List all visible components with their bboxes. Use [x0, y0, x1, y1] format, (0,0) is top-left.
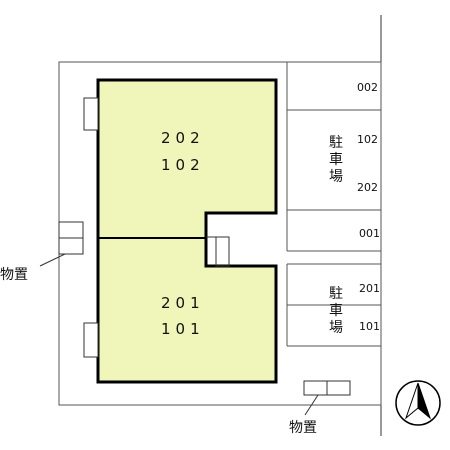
parking-char-lower-3: 場	[329, 320, 343, 336]
parking-char-upper-3: 場	[329, 169, 343, 185]
parking-char-upper-1: 駐	[329, 135, 343, 151]
wall-box-lower	[83, 322, 99, 358]
parking-slot-202: 202	[357, 181, 378, 194]
parking-slot-101: 101	[359, 320, 380, 333]
parking-block-lower	[286, 263, 381, 347]
unit-label-101: 101	[161, 320, 205, 338]
parking-char-lower-2: 車	[329, 302, 343, 319]
unit-label-102: 102	[161, 156, 205, 174]
parking-char-lower-1: 駐	[329, 286, 343, 302]
north-arrow-icon	[395, 380, 441, 426]
parking-slot-102: 102	[357, 133, 378, 146]
parking-slot-002: 002	[357, 81, 378, 94]
wall-box-upper	[83, 97, 99, 131]
storage-label-left: 物置	[0, 267, 28, 283]
unit-label-201: 201	[161, 294, 205, 312]
storage-shed-bottom	[303, 380, 351, 416]
entrance-step	[215, 236, 230, 267]
building	[96, 78, 278, 384]
parking-char-upper-2: 車	[329, 151, 343, 168]
parking-slot-201: 201	[359, 282, 380, 295]
parking-slot-001: 001	[359, 227, 380, 240]
storage-label-bottom: 物置	[289, 420, 317, 436]
storage-shed-left	[39, 221, 84, 267]
unit-label-202: 202	[161, 129, 205, 147]
parking-block-upper	[286, 62, 381, 252]
